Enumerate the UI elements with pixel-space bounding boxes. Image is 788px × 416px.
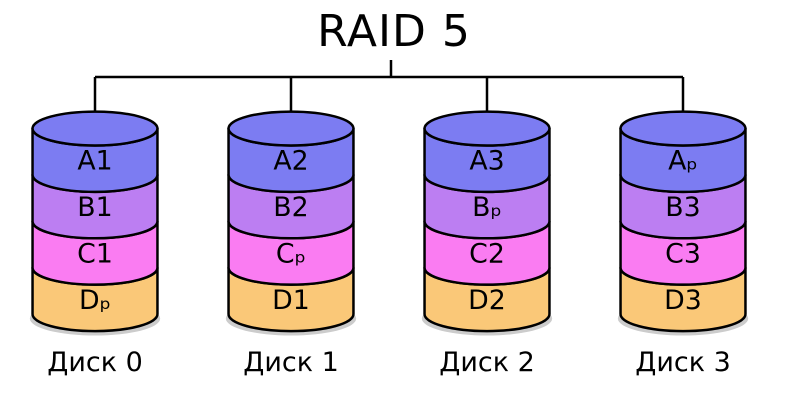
segment-label: Bₚ [472,192,502,223]
segment-label: A2 [273,146,308,177]
segment-label: Aₚ [668,146,698,177]
segment-label: D1 [272,285,310,316]
segment-label: A1 [77,146,112,177]
segment-label: Dₚ [79,285,111,316]
disk-2: A3 Bₚ C2 D2 Диск 2 [420,108,554,378]
disk-top-cap [31,110,159,147]
disk-3-label: Диск 3 [635,347,731,378]
segment-label: B1 [77,192,112,223]
disk-top-cap [423,110,551,147]
disk-2-label: Диск 2 [439,347,535,378]
segment-label: B2 [273,192,308,223]
disk-0-label: Диск 0 [47,347,143,378]
disk-top-cap [227,110,355,147]
disk-0: A1 B1 C1 Dₚ Диск 0 [28,108,162,378]
segment-label: C2 [469,238,505,269]
segment-label: A3 [469,146,504,177]
disk-top-cap [619,110,747,147]
segment-label: D3 [664,285,702,316]
segment-label: B3 [665,192,700,223]
disk-3-cylinder: Aₚ B3 C3 D3 [617,110,749,336]
disk-1-cylinder: A2 B2 Cₚ D1 [225,110,357,336]
segment-label: C1 [77,238,113,269]
disk-3: Aₚ B3 C3 D3 Диск 3 [616,108,750,378]
disk-1: A2 B2 Cₚ D1 Диск 1 [224,108,358,378]
disk-2-cylinder: A3 Bₚ C2 D2 [421,110,553,336]
disk-1-label: Диск 1 [243,347,339,378]
diagram-title: RAID 5 [317,6,471,57]
disk-0-cylinder: A1 B1 C1 Dₚ [29,110,161,336]
segment-label: C3 [665,238,701,269]
segment-label: D2 [468,285,506,316]
segment-label: Cₚ [276,238,306,269]
